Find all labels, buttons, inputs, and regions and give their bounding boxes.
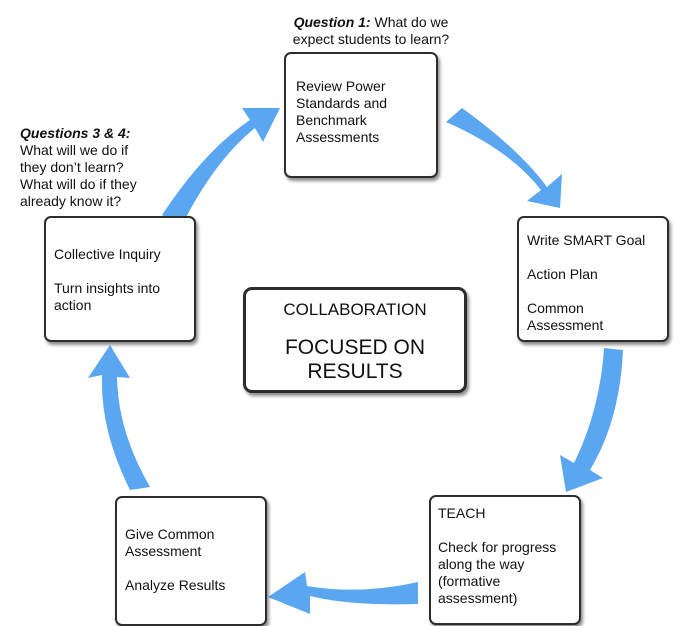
center-subtitle-2: RESULTS xyxy=(307,360,403,383)
box-text: Assessment xyxy=(125,543,202,559)
question-3-4-line: What will do if they xyxy=(20,176,137,192)
box-text: (formative xyxy=(438,573,501,589)
box-teach: TEACH Check for progress along the way (… xyxy=(429,495,581,625)
box-common-assessment: Give Common Assessment Analyze Results xyxy=(115,496,267,626)
box-text: Standards and xyxy=(296,95,388,111)
center-subtitle-1: FOCUSED ON xyxy=(284,336,425,359)
arrow-left-up xyxy=(88,345,150,490)
box-text: Action Plan xyxy=(527,266,598,282)
box-collective-inquiry: Collective Inquiry Turn insights into ac… xyxy=(44,216,196,342)
box-review-standards: Review Power Standards and Benchmark Ass… xyxy=(284,52,438,178)
question-3-4-label: Questions 3 & 4: xyxy=(20,125,131,141)
question-3-4-line: already know it? xyxy=(20,193,122,209)
question-1-label: Question 1: xyxy=(293,14,371,30)
arrow-top-left xyxy=(162,108,280,225)
box-text: Turn insights into xyxy=(54,280,161,296)
question-1-text-2: expect students to learn? xyxy=(292,31,450,47)
box-text: Analyze Results xyxy=(125,577,226,593)
center-box: COLLABORATION FOCUSED ON RESULTS xyxy=(243,287,467,393)
question-3-4-line: they don’t learn? xyxy=(20,159,124,175)
box-text: Collective Inquiry xyxy=(54,246,161,262)
box-text: Give Common xyxy=(125,526,215,542)
box-text: Check for progress xyxy=(438,539,557,555)
box-text: along the way xyxy=(438,556,525,572)
box-text: action xyxy=(54,297,92,313)
box-text: Benchmark xyxy=(296,112,367,128)
box-text: Common xyxy=(527,300,584,316)
box-text: TEACH xyxy=(438,505,486,521)
box-smart-goal: Write SMART Goal Action Plan Common Asse… xyxy=(517,216,669,342)
arrow-bottom-left xyxy=(268,572,418,614)
arrow-top-right xyxy=(446,108,562,208)
question-1-text: What do we xyxy=(374,14,449,30)
box-text: Assessments xyxy=(296,129,380,145)
box-text: Review Power xyxy=(296,78,386,94)
box-text: assessment) xyxy=(438,590,518,606)
center-title: COLLABORATION xyxy=(283,300,427,319)
box-text: Write SMART Goal xyxy=(527,232,646,248)
box-text: Assessment xyxy=(527,317,604,333)
question-3-4-line: What will we do if xyxy=(20,142,129,158)
question-1: Question 1: What do we expect students t… xyxy=(281,14,461,48)
question-3-4: Questions 3 & 4: What will we do if they… xyxy=(20,125,190,210)
arrow-right-down xyxy=(560,348,623,492)
